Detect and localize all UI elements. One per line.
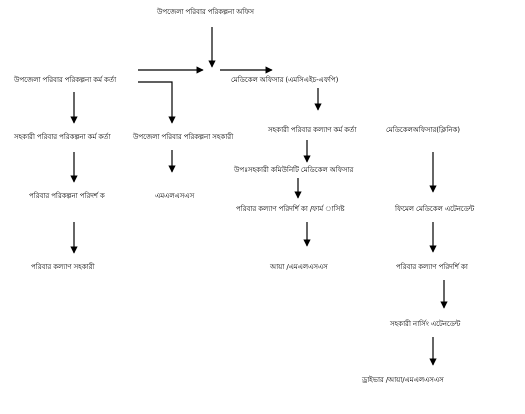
node-aya-mlss: আয়া /এমএলএসএস xyxy=(270,262,328,271)
node-mlss-1: এমএলএসএস xyxy=(155,191,195,200)
node-female-medical-attendant: ফিমেল মেডিকেল এটেনডেন্ট xyxy=(395,204,475,213)
node-medical-officer-clinic: মেডিকেলঅফিসার(ক্লিনিক) xyxy=(386,125,460,134)
node-upazila-fp-officer: উপজেলা পরিবার পরিকল্পনা কর্ম কর্তা xyxy=(14,75,117,84)
node-asst-fp-officer: সহকারী পরিবার পরিকল্পনা কর্ম কর্তা xyxy=(14,132,111,141)
node-sub-asst-cmo: উপঃসহকারী কমিউনিটি মেডিকেল অফিসার xyxy=(234,165,354,174)
node-asst-fw-officer: সহকারী পরিবার কল্যাণ কর্ম কর্তা xyxy=(268,125,357,134)
arrow-officer-to-fp-assistant xyxy=(138,81,176,124)
node-asst-nursing-attendant: সহকারী নার্সিং এটেনডেন্ট xyxy=(390,319,461,328)
node-driver-aya-mlss: ড্রাইভার /আয়া/এমএলএসএস xyxy=(362,375,444,384)
node-upazila-fp-assistant: উপজেলা পরিবার পরিকল্পনা সহকারী xyxy=(133,132,234,141)
node-fw-assistant: পরিবার কল্যাণ সহকারী xyxy=(31,262,95,271)
node-fp-inspector: পরিবার পরিকল্পনা পরিদর্শ ক xyxy=(29,191,105,200)
node-medical-officer-mch: মেডিকেল অফিসার (এমসিএইচ-এফপি) xyxy=(231,75,339,84)
node-upazila-office: উপজেলা পরিবার পরিকল্পনা অফিস xyxy=(157,7,254,16)
node-fw-visitor-pharmacist: পরিবার কল্যাণ পরিদর্শি কা /ফার্ম াসিষ্ট xyxy=(236,204,345,213)
node-fw-visitor: পরিবার কল্যাণ পরিদর্শি কা xyxy=(396,262,468,271)
